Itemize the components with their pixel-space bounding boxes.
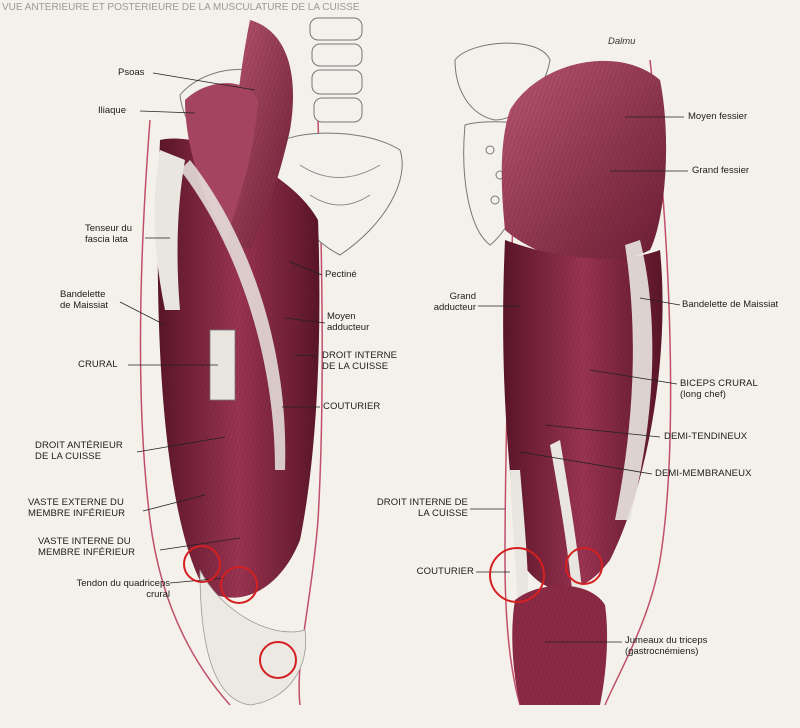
- artist-signature: Dalmu: [608, 36, 635, 47]
- label-iliaque: Iliaque: [98, 105, 126, 116]
- label-vaste-externe: VASTE EXTERNE DU MEMBRE INFÉRIEUR: [28, 497, 125, 519]
- label-psoas: Psoas: [118, 67, 144, 78]
- label-demi-tendineux: DEMI-TENDINEUX: [664, 431, 747, 442]
- label-droit-interne-posterior: DROIT INTERNE DE LA CUISSE: [350, 497, 468, 519]
- label-couturier-posterior: COUTURIER: [390, 566, 474, 577]
- label-bandelette-maissiat-posterior: Bandelette de Maissiat: [682, 299, 800, 310]
- label-tendon-quadriceps: Tendon du quadriceps crural: [50, 578, 170, 600]
- label-couturier-anterior: COUTURIER: [323, 401, 380, 412]
- label-vaste-interne: VASTE INTERNE DU MEMBRE INFÉRIEUR: [38, 536, 135, 558]
- label-jumeaux-triceps: Jumeaux du triceps (gastrocnémiens): [625, 635, 707, 657]
- label-crural: CRURAL: [78, 359, 118, 370]
- label-moyen-fessier: Moyen fessier: [688, 111, 747, 122]
- label-tenseur-fascia-lata: Tenseur du fascia lata: [85, 223, 132, 245]
- label-demi-membraneux: DEMI-MEMBRANEUX: [655, 468, 752, 479]
- label-pectine: Pectiné: [325, 269, 357, 280]
- label-grand-fessier: Grand fessier: [692, 165, 749, 176]
- page-footer-faded: [0, 704, 800, 728]
- label-droit-interne-anterior: DROIT INTERNE DE LA CUISSE: [322, 350, 397, 372]
- label-biceps-crural: BICEPS CRURAL (long chef): [680, 378, 758, 400]
- label-bandelette-maissiat-anterior: Bandelette de Maissiat: [60, 289, 108, 311]
- label-moyen-adducteur: Moyen adducteur: [327, 311, 369, 333]
- posterior-view: [455, 43, 671, 705]
- label-grand-adducteur: Grand adducteur: [400, 291, 476, 313]
- label-droit-anterieur: DROIT ANTÉRIEUR DE LA CUISSE: [35, 440, 123, 462]
